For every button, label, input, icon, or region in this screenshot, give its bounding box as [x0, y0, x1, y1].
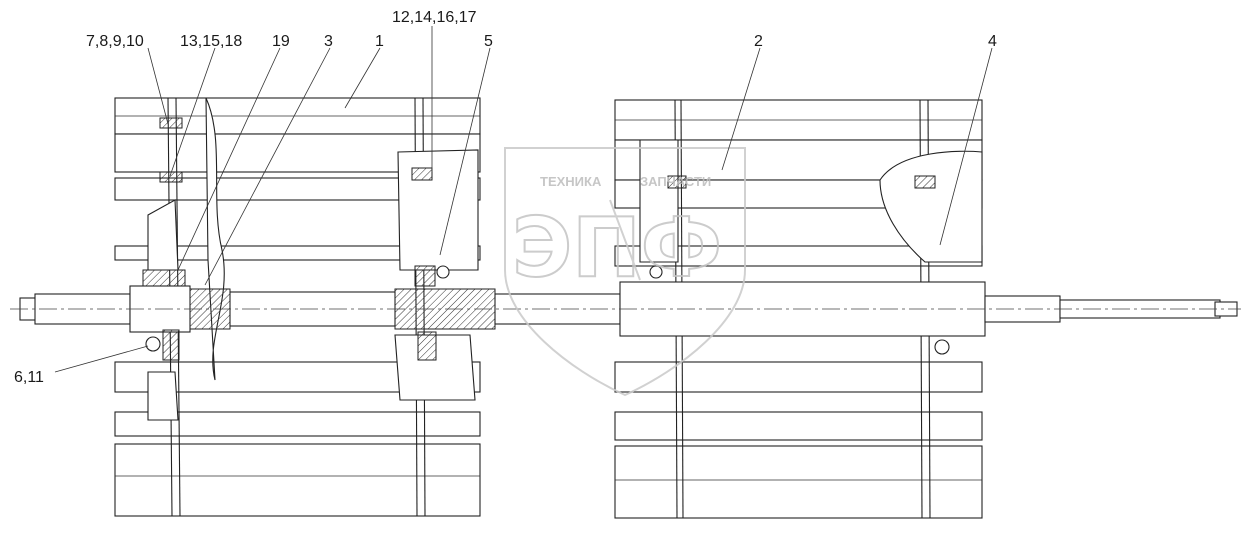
watermark-text-left: ТЕХНИКА [540, 174, 602, 189]
left-drum [114, 97, 481, 517]
callout-13-15-18: 13,15,18 [180, 33, 242, 50]
callout-labels: 7,8,9,10 13,15,18 19 3 1 12,14,16,17 5 2… [14, 9, 997, 386]
watermark-text-right: ЗАПЧАСТИ [640, 174, 711, 189]
callout-6-11: 6,11 [14, 369, 44, 386]
callout-5: 5 [484, 33, 493, 50]
leader-lines [54, 26, 993, 373]
callout-2: 2 [754, 33, 763, 50]
shaft [10, 265, 1241, 361]
callout-4: 4 [988, 33, 997, 50]
callout-7-8-9-10: 7,8,9,10 [86, 33, 144, 50]
right-drum [614, 99, 983, 519]
watermark-logo: ТЕХНИКА ЗАПЧАСТИ ЭПФ [504, 147, 746, 397]
callout-12-14-16-17: 12,14,16,17 [392, 9, 477, 26]
callout-3: 3 [324, 33, 333, 50]
watermark-logo-text: ЭПФ [512, 201, 722, 296]
callout-19: 19 [272, 33, 290, 50]
callout-1: 1 [375, 33, 384, 50]
